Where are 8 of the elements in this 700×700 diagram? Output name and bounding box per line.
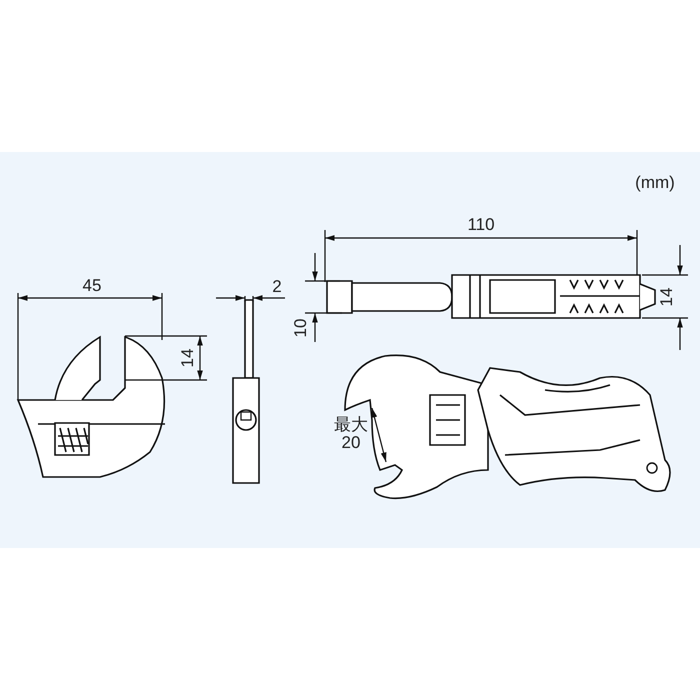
unit-label: (mm) <box>635 174 675 192</box>
dimension-value: 14 <box>179 348 197 368</box>
dimension-value: 2 <box>272 278 282 296</box>
dimension-value: 14 <box>658 288 676 306</box>
dimension-value: 10 <box>292 318 310 338</box>
dimension-value: 最大 20 <box>333 416 369 452</box>
dimension-value: 45 <box>82 277 102 295</box>
dimension-value: 110 <box>467 216 495 234</box>
